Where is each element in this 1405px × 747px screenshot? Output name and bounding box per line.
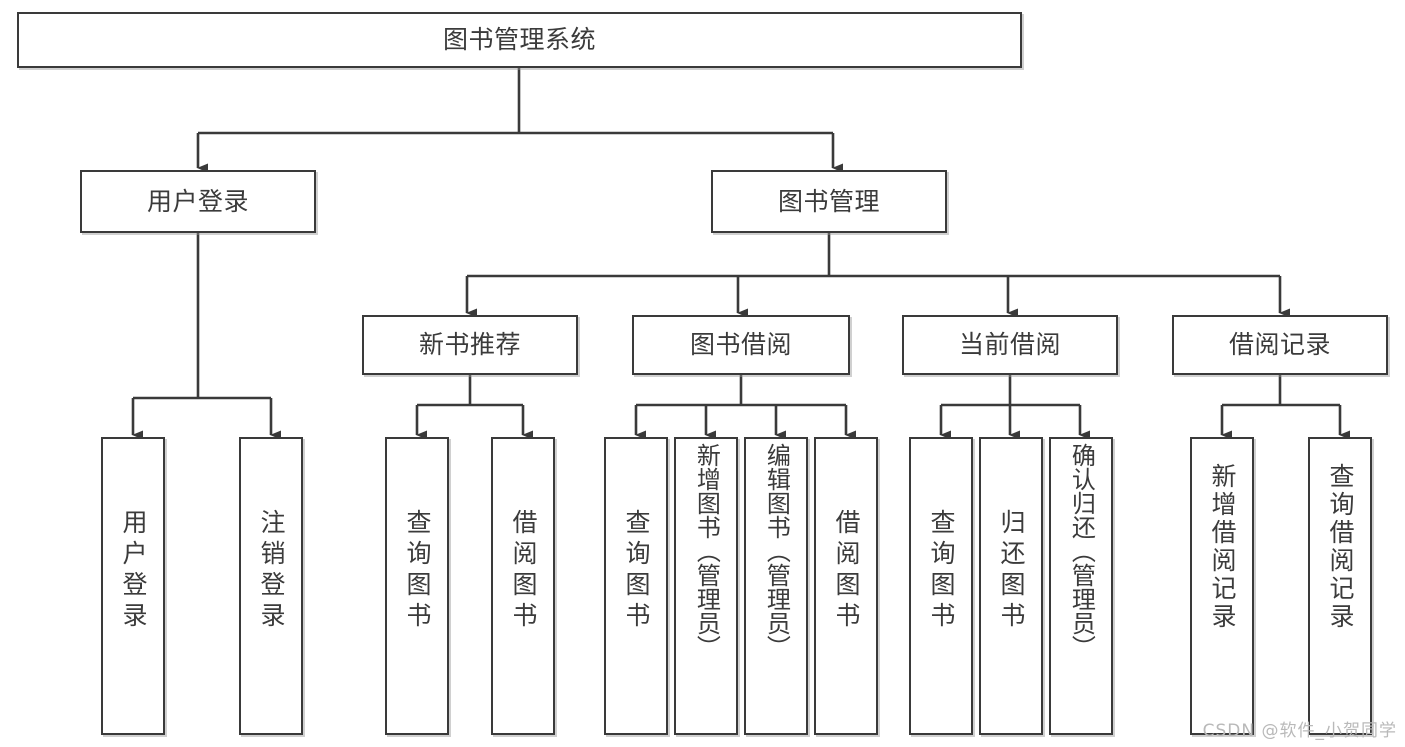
- node-label: 查询图书: [622, 509, 651, 633]
- node-user-login[interactable]: 用户登录: [80, 170, 316, 233]
- node-label: 图书借阅: [689, 330, 792, 360]
- leaf-add-borrow-record[interactable]: 新增借阅记录: [1190, 437, 1254, 735]
- node-label: 注销登录: [257, 509, 286, 633]
- node-new-book-recommend[interactable]: 新书推荐: [362, 315, 578, 375]
- leaf-return-book[interactable]: 归还图书: [979, 437, 1043, 735]
- leaf-query-book-borrow[interactable]: 查询图书: [604, 437, 668, 735]
- node-root-book-management-system[interactable]: 图书管理系统: [17, 12, 1022, 68]
- leaf-confirm-return-admin[interactable]: 确认归还（管理员）: [1049, 437, 1113, 735]
- node-label: 新增借阅记录: [1208, 463, 1237, 631]
- node-current-borrow[interactable]: 当前借阅: [902, 315, 1118, 375]
- node-label: 确认归还（管理员）: [1067, 443, 1096, 659]
- node-label: 新书推荐: [418, 330, 521, 360]
- leaf-borrow-book-new[interactable]: 借阅图书: [491, 437, 555, 735]
- leaf-logout-login[interactable]: 注销登录: [239, 437, 303, 735]
- leaf-add-book-admin[interactable]: 新增图书（管理员）: [674, 437, 738, 735]
- leaf-query-book-new[interactable]: 查询图书: [385, 437, 449, 735]
- node-book-management[interactable]: 图书管理: [711, 170, 947, 233]
- node-label: 编辑图书（管理员）: [762, 443, 791, 659]
- node-label: 查询借阅记录: [1326, 463, 1355, 631]
- leaf-user-login[interactable]: 用户登录: [101, 437, 165, 735]
- node-label: 图书管理系统: [442, 25, 596, 55]
- node-label: 图书管理: [777, 186, 880, 216]
- node-book-borrow[interactable]: 图书借阅: [632, 315, 850, 375]
- node-label: 归还图书: [997, 509, 1026, 633]
- node-label: 借阅图书: [832, 509, 861, 633]
- leaf-query-book-current[interactable]: 查询图书: [909, 437, 973, 735]
- node-label: 用户登录: [119, 509, 148, 633]
- leaf-borrow-book-borrow[interactable]: 借阅图书: [814, 437, 878, 735]
- leaf-edit-book-admin[interactable]: 编辑图书（管理员）: [744, 437, 808, 735]
- node-label: 查询图书: [403, 509, 432, 633]
- node-borrow-record[interactable]: 借阅记录: [1172, 315, 1388, 375]
- node-label: 查询图书: [927, 509, 956, 633]
- node-label: 借阅记录: [1228, 330, 1331, 360]
- leaf-query-borrow-record[interactable]: 查询借阅记录: [1308, 437, 1372, 735]
- watermark: CSDN @软件_小贺同学: [1202, 721, 1397, 741]
- node-label: 新增图书（管理员）: [692, 443, 721, 659]
- node-label: 用户登录: [146, 186, 249, 216]
- node-label: 当前借阅: [958, 330, 1061, 360]
- node-label: 借阅图书: [509, 509, 538, 633]
